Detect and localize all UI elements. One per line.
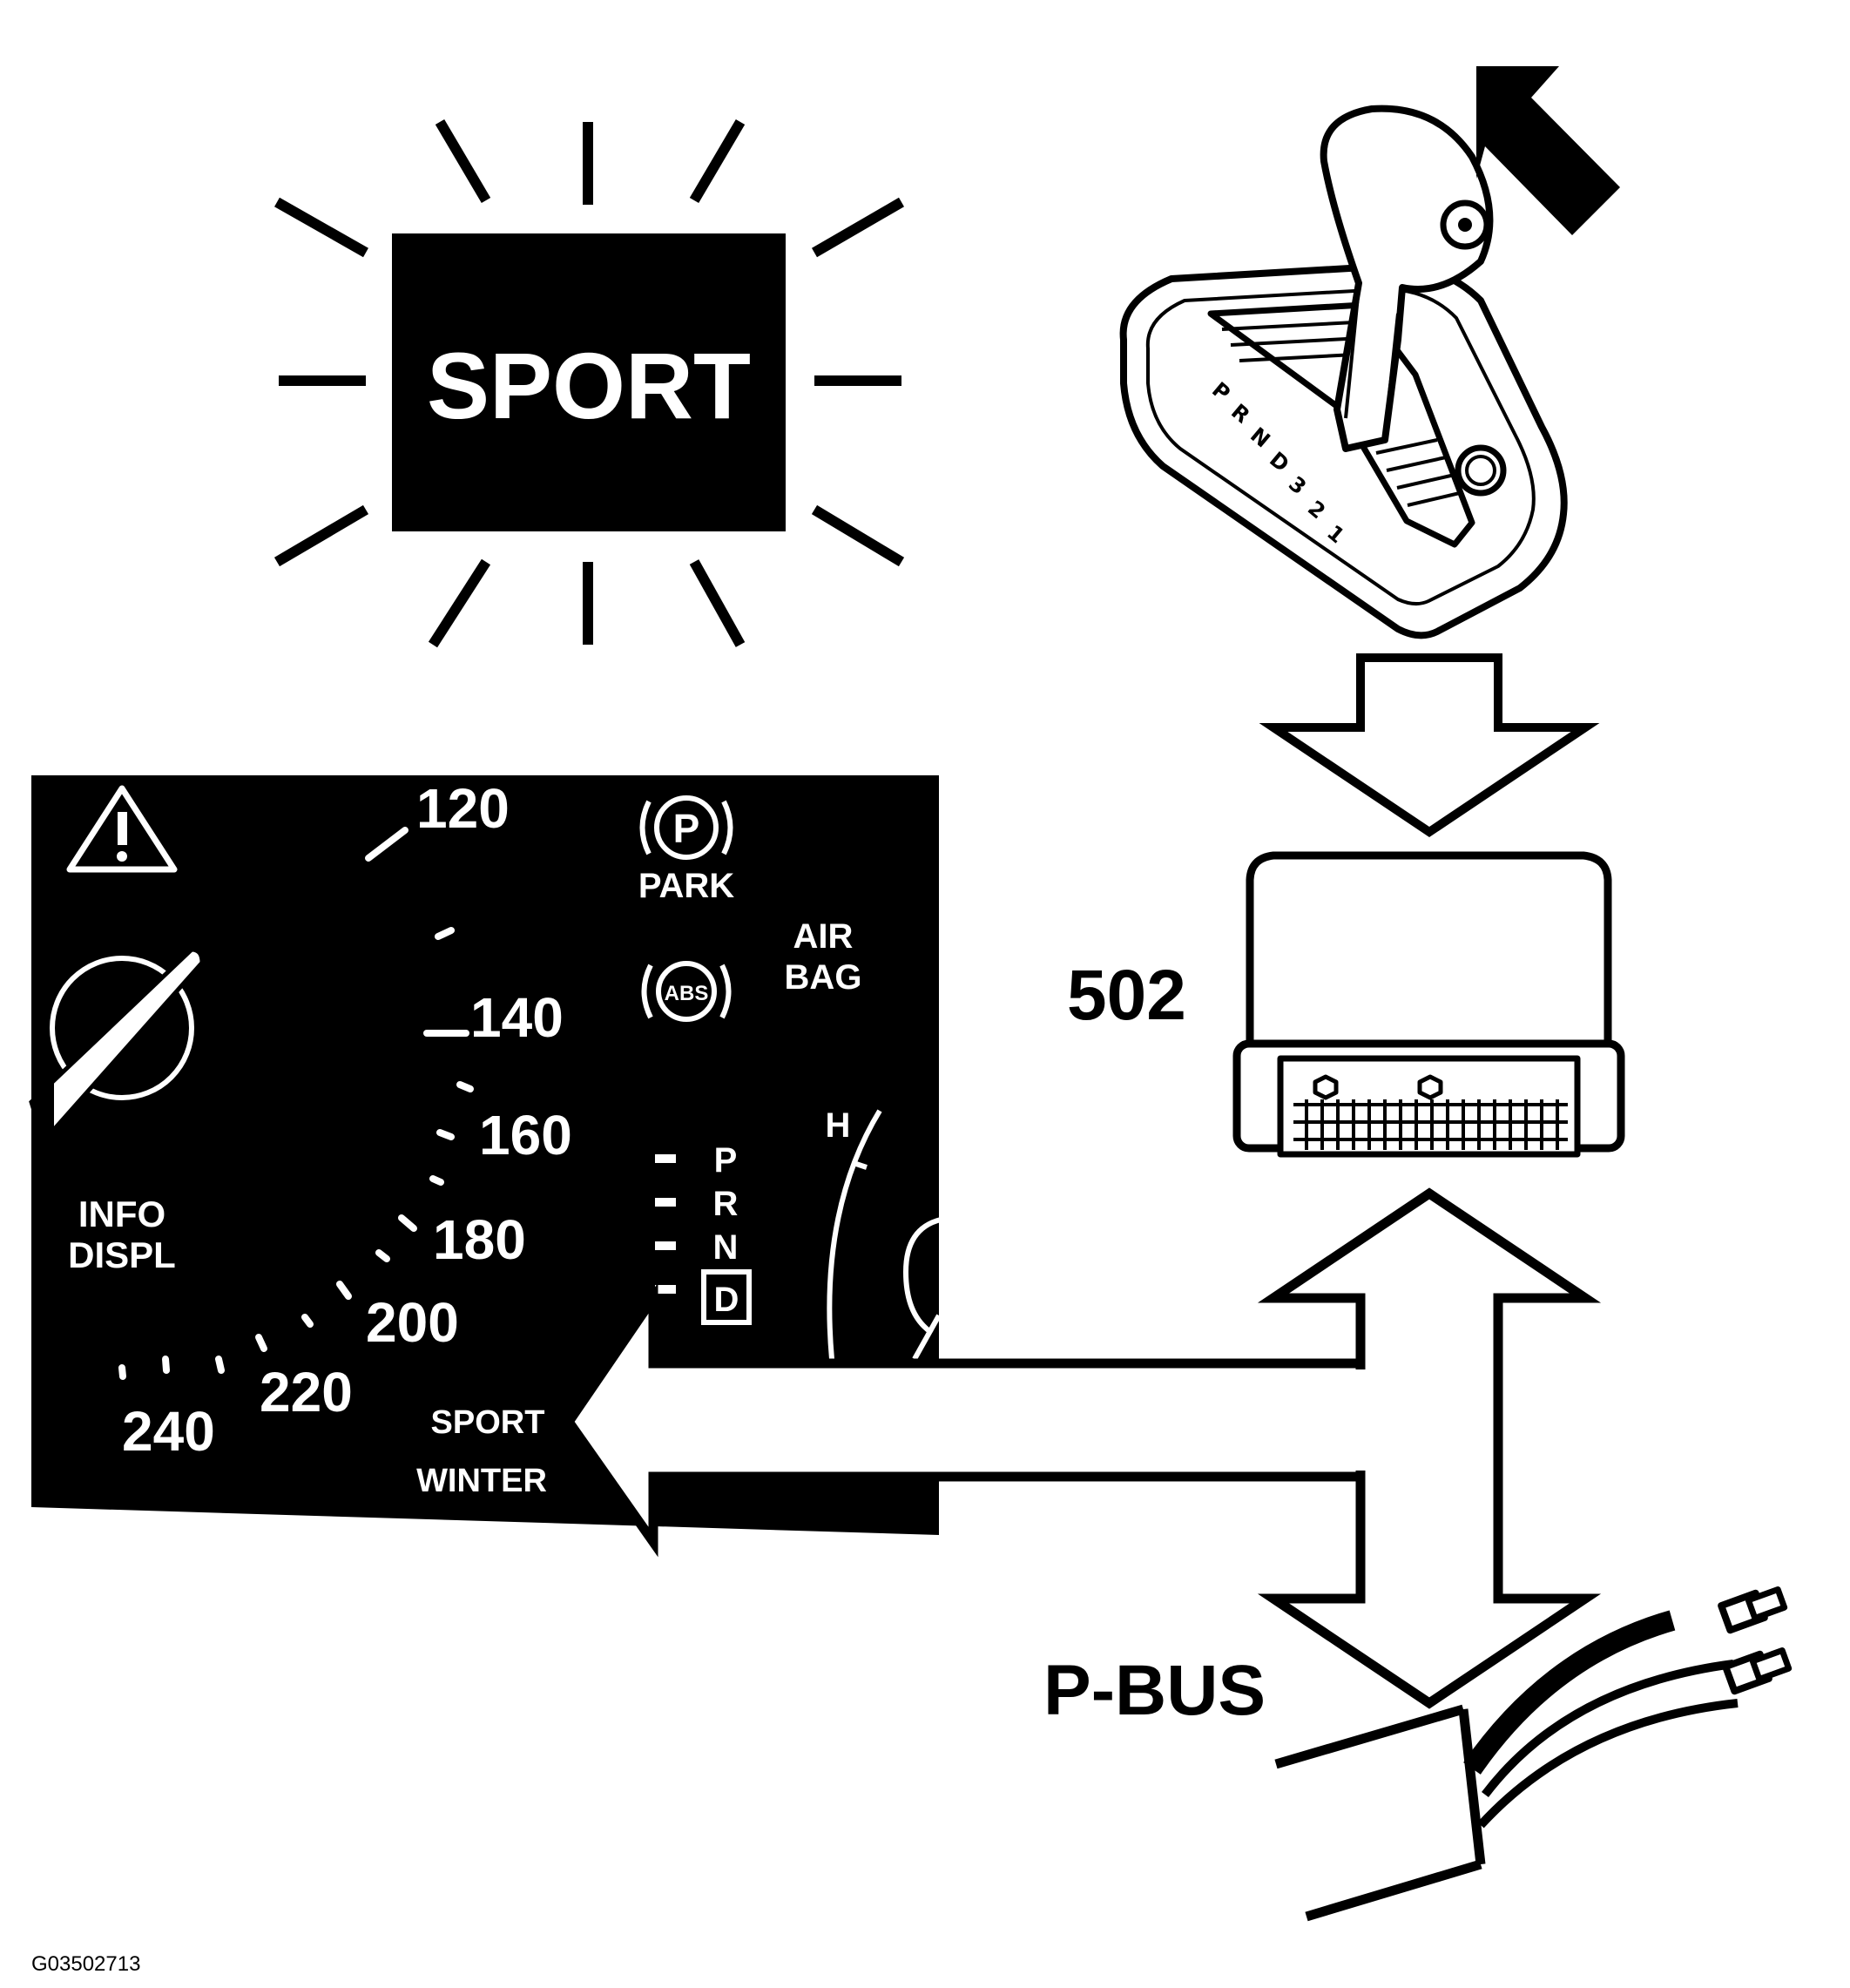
arrow-junction [1355,1369,1366,1471]
module-label: 502 [1067,956,1186,1035]
temp-hot-label: H [826,1106,851,1145]
gear-indicator-dashes [655,1154,676,1294]
gear-d: D [714,1281,739,1319]
airbag-line1: AIR [793,917,854,956]
info-display-line2: DISPL [68,1234,176,1275]
speed-140: 140 [470,986,564,1049]
gear-r: R [713,1185,739,1223]
park-brake-symbol: P [673,806,700,851]
lever-shaft-detail [1344,287,1400,436]
sport-lamp: SPORT [273,118,905,648]
speed-numbers: 120 140 160 180 200 220 240 [122,777,572,1463]
speed-160: 160 [479,1104,572,1166]
gear-n: N [713,1228,739,1267]
gate-slats [1221,321,1464,507]
abs-icon [641,961,732,1022]
park-label: PARK [638,867,734,905]
gear-d-box [701,1269,752,1325]
speed-180: 180 [433,1208,526,1271]
module-screw-left [1313,1074,1339,1100]
figure-id: G03502713 [31,1952,140,1976]
winter-mode-label: WINTER [416,1463,547,1499]
selector-button-inner [1465,455,1496,486]
airbag-line2: BAG [785,958,862,997]
lever-bolt-center [1458,218,1472,232]
lamp-rays [273,118,905,648]
instrument-cluster: 120 140 160 180 200 220 240 P PARK ABS A… [29,775,942,1535]
arrow-to-cluster [563,1282,1366,1558]
speed-240: 240 [122,1400,215,1463]
needle-stub [912,1314,942,1361]
gear-p: P [714,1141,738,1180]
temp-gauge-arc [827,1109,882,1360]
gear-selector: P R N D 3 2 1 [1119,105,1568,639]
control-module-502 [1232,851,1625,1158]
p-bus-cable [1274,1586,1793,1922]
arrow-module-bus [1257,1187,1602,1709]
temp-gauge-tick [853,1160,868,1170]
gauge-dial [29,947,205,1154]
speed-120: 120 [416,777,510,840]
p-bus-label: P-BUS [1043,1651,1266,1730]
module-housing [1246,851,1612,1054]
info-display-line1: INFO [78,1193,165,1234]
sport-mode-label: SPORT [431,1404,545,1441]
lamp-panel [392,233,786,531]
dial-edge [902,1217,942,1335]
cluster-panel [31,775,939,1535]
speed-ticks [118,827,474,1380]
abs-symbol: ABS [665,982,709,1005]
gear-indicator-letters: P R N [713,1141,739,1267]
gauge-needle [29,947,205,1146]
shift-lever [1320,105,1494,452]
speed-220: 220 [260,1361,353,1423]
sport-lamp-label: SPORT [427,333,751,438]
connector-pins [1293,1099,1568,1150]
black-pointer-arrow [1476,66,1620,235]
arrow-selector-to-module [1259,653,1600,838]
selector-button [1455,444,1507,497]
speed-200: 200 [366,1291,459,1354]
park-brake-icon [639,795,733,860]
module-screw-right [1417,1074,1443,1100]
warning-triangle-icon [66,785,178,873]
